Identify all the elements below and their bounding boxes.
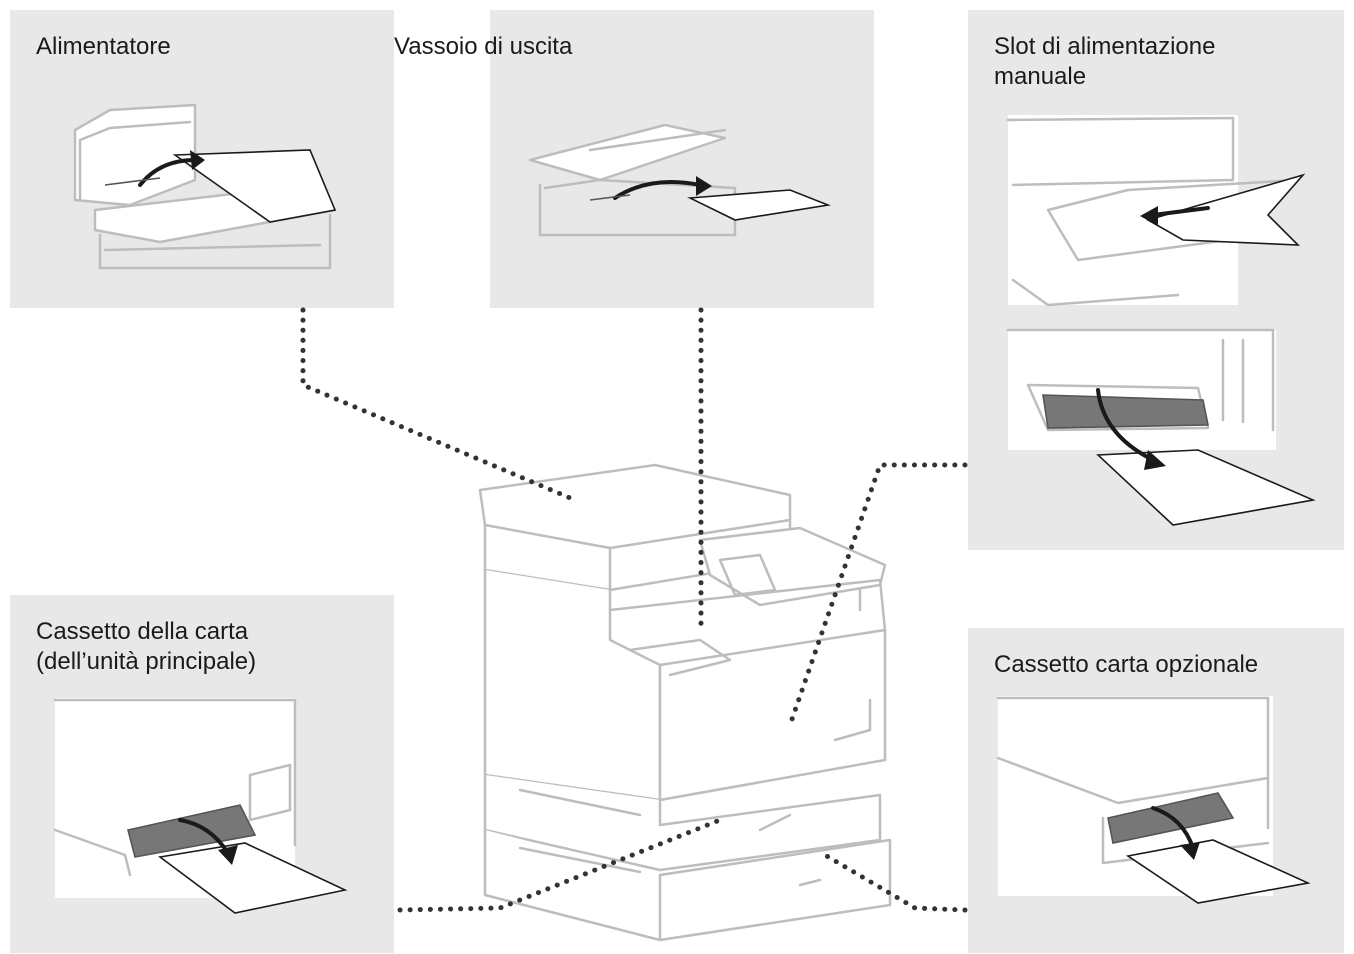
feeder-paper-jam-illustration — [73, 103, 337, 270]
leader-lines — [300, 307, 968, 913]
optional-cassette-paper-jam-illustration — [996, 696, 1311, 904]
label-feeder: Alimentatore — [36, 33, 171, 60]
label-main-paper-cassette: Cassetto della carta (dell’unità princip… — [36, 618, 257, 675]
label-manual-feed-slot: Slot di alimentazione manuale — [994, 33, 1216, 90]
panel-main-paper-cassette: Cassetto della carta (dell’unità princip… — [10, 595, 394, 953]
manual-feed-paper-jam-illustration — [1006, 115, 1316, 526]
panel-output-tray: Vassoio di uscita — [394, 10, 874, 308]
printer-illustration — [478, 463, 892, 942]
panel-manual-feed-slot: Slot di alimentazione manuale — [968, 10, 1344, 550]
main-cassette-paper-jam-illustration — [53, 698, 348, 914]
label-optional-paper-cassette: Cassetto carta opzionale — [994, 651, 1259, 678]
panel-optional-paper-cassette: Cassetto carta opzionale — [968, 628, 1344, 953]
label-output-tray: Vassoio di uscita — [394, 33, 573, 60]
panel-feeder: Alimentatore — [10, 10, 394, 308]
output-tray-paper-jam-illustration — [528, 123, 832, 237]
